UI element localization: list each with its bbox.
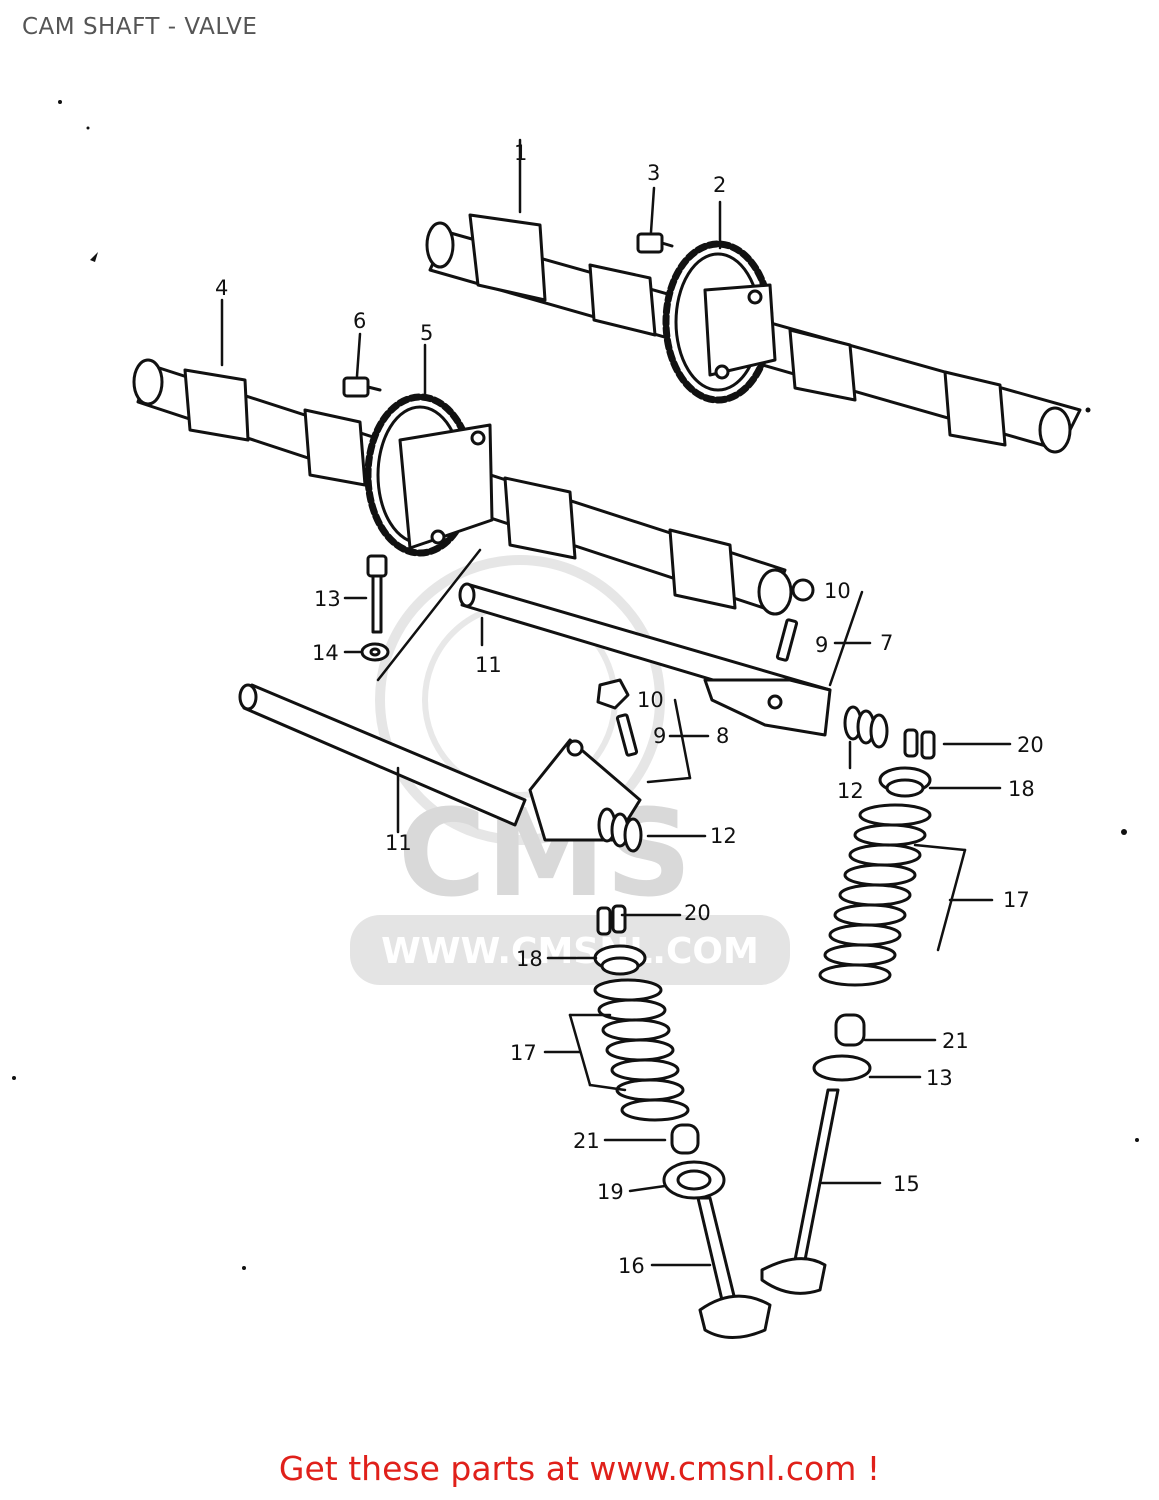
adjusting-screw-lower	[596, 678, 639, 757]
callout-1: 1	[514, 141, 527, 165]
callout-21b: 21	[573, 1129, 600, 1153]
callout-9b: 9	[653, 724, 666, 748]
callout-21a: 21	[942, 1029, 969, 1053]
oil-seal-right	[834, 1013, 866, 1047]
valve-spring-right	[818, 803, 932, 987]
footer-prefix: Get these parts at	[278, 1449, 590, 1488]
page-title: CAM SHAFT - VALVE	[22, 14, 258, 40]
callout-15: 15	[893, 1172, 920, 1196]
adjusting-screw-upper	[775, 578, 815, 662]
callout-17b: 17	[510, 1041, 537, 1065]
exploded-parts-diagram: CMS WWW.CMSNL.COM	[12, 100, 1139, 1339]
rocker-spring-upper	[843, 705, 889, 749]
callout-12b: 12	[710, 824, 737, 848]
spring-retainer-left	[593, 944, 647, 976]
callout-8: 8	[716, 724, 729, 748]
footer-link[interactable]: www.cmsnl.com	[589, 1449, 857, 1488]
sprocket-bolt-lower	[342, 376, 382, 398]
footer-suffix: !	[856, 1449, 881, 1488]
callout-11b: 11	[385, 831, 412, 855]
callout-11a: 11	[475, 653, 502, 677]
callout-17a: 17	[1003, 888, 1030, 912]
callout-19: 19	[597, 1180, 624, 1204]
valve-left	[696, 1196, 772, 1339]
valve-spring-left	[593, 978, 690, 1122]
callout-13a: 13	[314, 587, 341, 611]
bolt-13	[366, 554, 388, 634]
leader-lines	[220, 138, 1012, 1267]
spring-seat-right	[812, 1054, 872, 1082]
callout-14: 14	[312, 641, 339, 665]
sprocket-bolt-upper	[636, 232, 674, 254]
callout-3: 3	[647, 161, 660, 185]
sprocket-upper	[662, 240, 777, 404]
spring-retainer-right	[878, 766, 932, 798]
callout-2: 2	[713, 173, 726, 197]
callout-16: 16	[618, 1254, 645, 1278]
callout-labels: 1 2 3 4 5 6 7 8 9 9 10 10 11 11 12 12 13…	[215, 141, 1044, 1278]
rocker-spring-lower	[597, 807, 643, 853]
callout-13b: 13	[926, 1066, 953, 1090]
spring-seat-left	[662, 1160, 726, 1200]
callout-12a: 12	[837, 779, 864, 803]
callout-5: 5	[420, 321, 433, 345]
oil-seal-left	[670, 1123, 700, 1155]
watermark-url: WWW.CMSNL.COM	[381, 931, 759, 972]
callout-6: 6	[353, 309, 366, 333]
callout-7: 7	[880, 631, 893, 655]
sprocket-lower	[364, 393, 494, 557]
scan-specks	[12, 100, 1139, 1270]
callout-10b: 10	[637, 688, 664, 712]
footer-promo: Get these parts at www.cmsnl.com !	[0, 1449, 1159, 1488]
callout-20b: 20	[684, 901, 711, 925]
valve-cotters-right	[903, 728, 936, 760]
rocker-arm-upper	[703, 678, 832, 737]
callout-18b: 18	[516, 947, 543, 971]
callout-18a: 18	[1008, 777, 1035, 801]
callout-20a: 20	[1017, 733, 1044, 757]
callout-9a: 9	[815, 633, 828, 657]
valve-right	[760, 1088, 840, 1295]
callout-10a: 10	[824, 579, 851, 603]
rocker-shaft-lower	[238, 683, 527, 827]
callout-4: 4	[215, 276, 228, 300]
valve-cotters-left	[596, 904, 627, 936]
washer-14	[360, 642, 390, 662]
